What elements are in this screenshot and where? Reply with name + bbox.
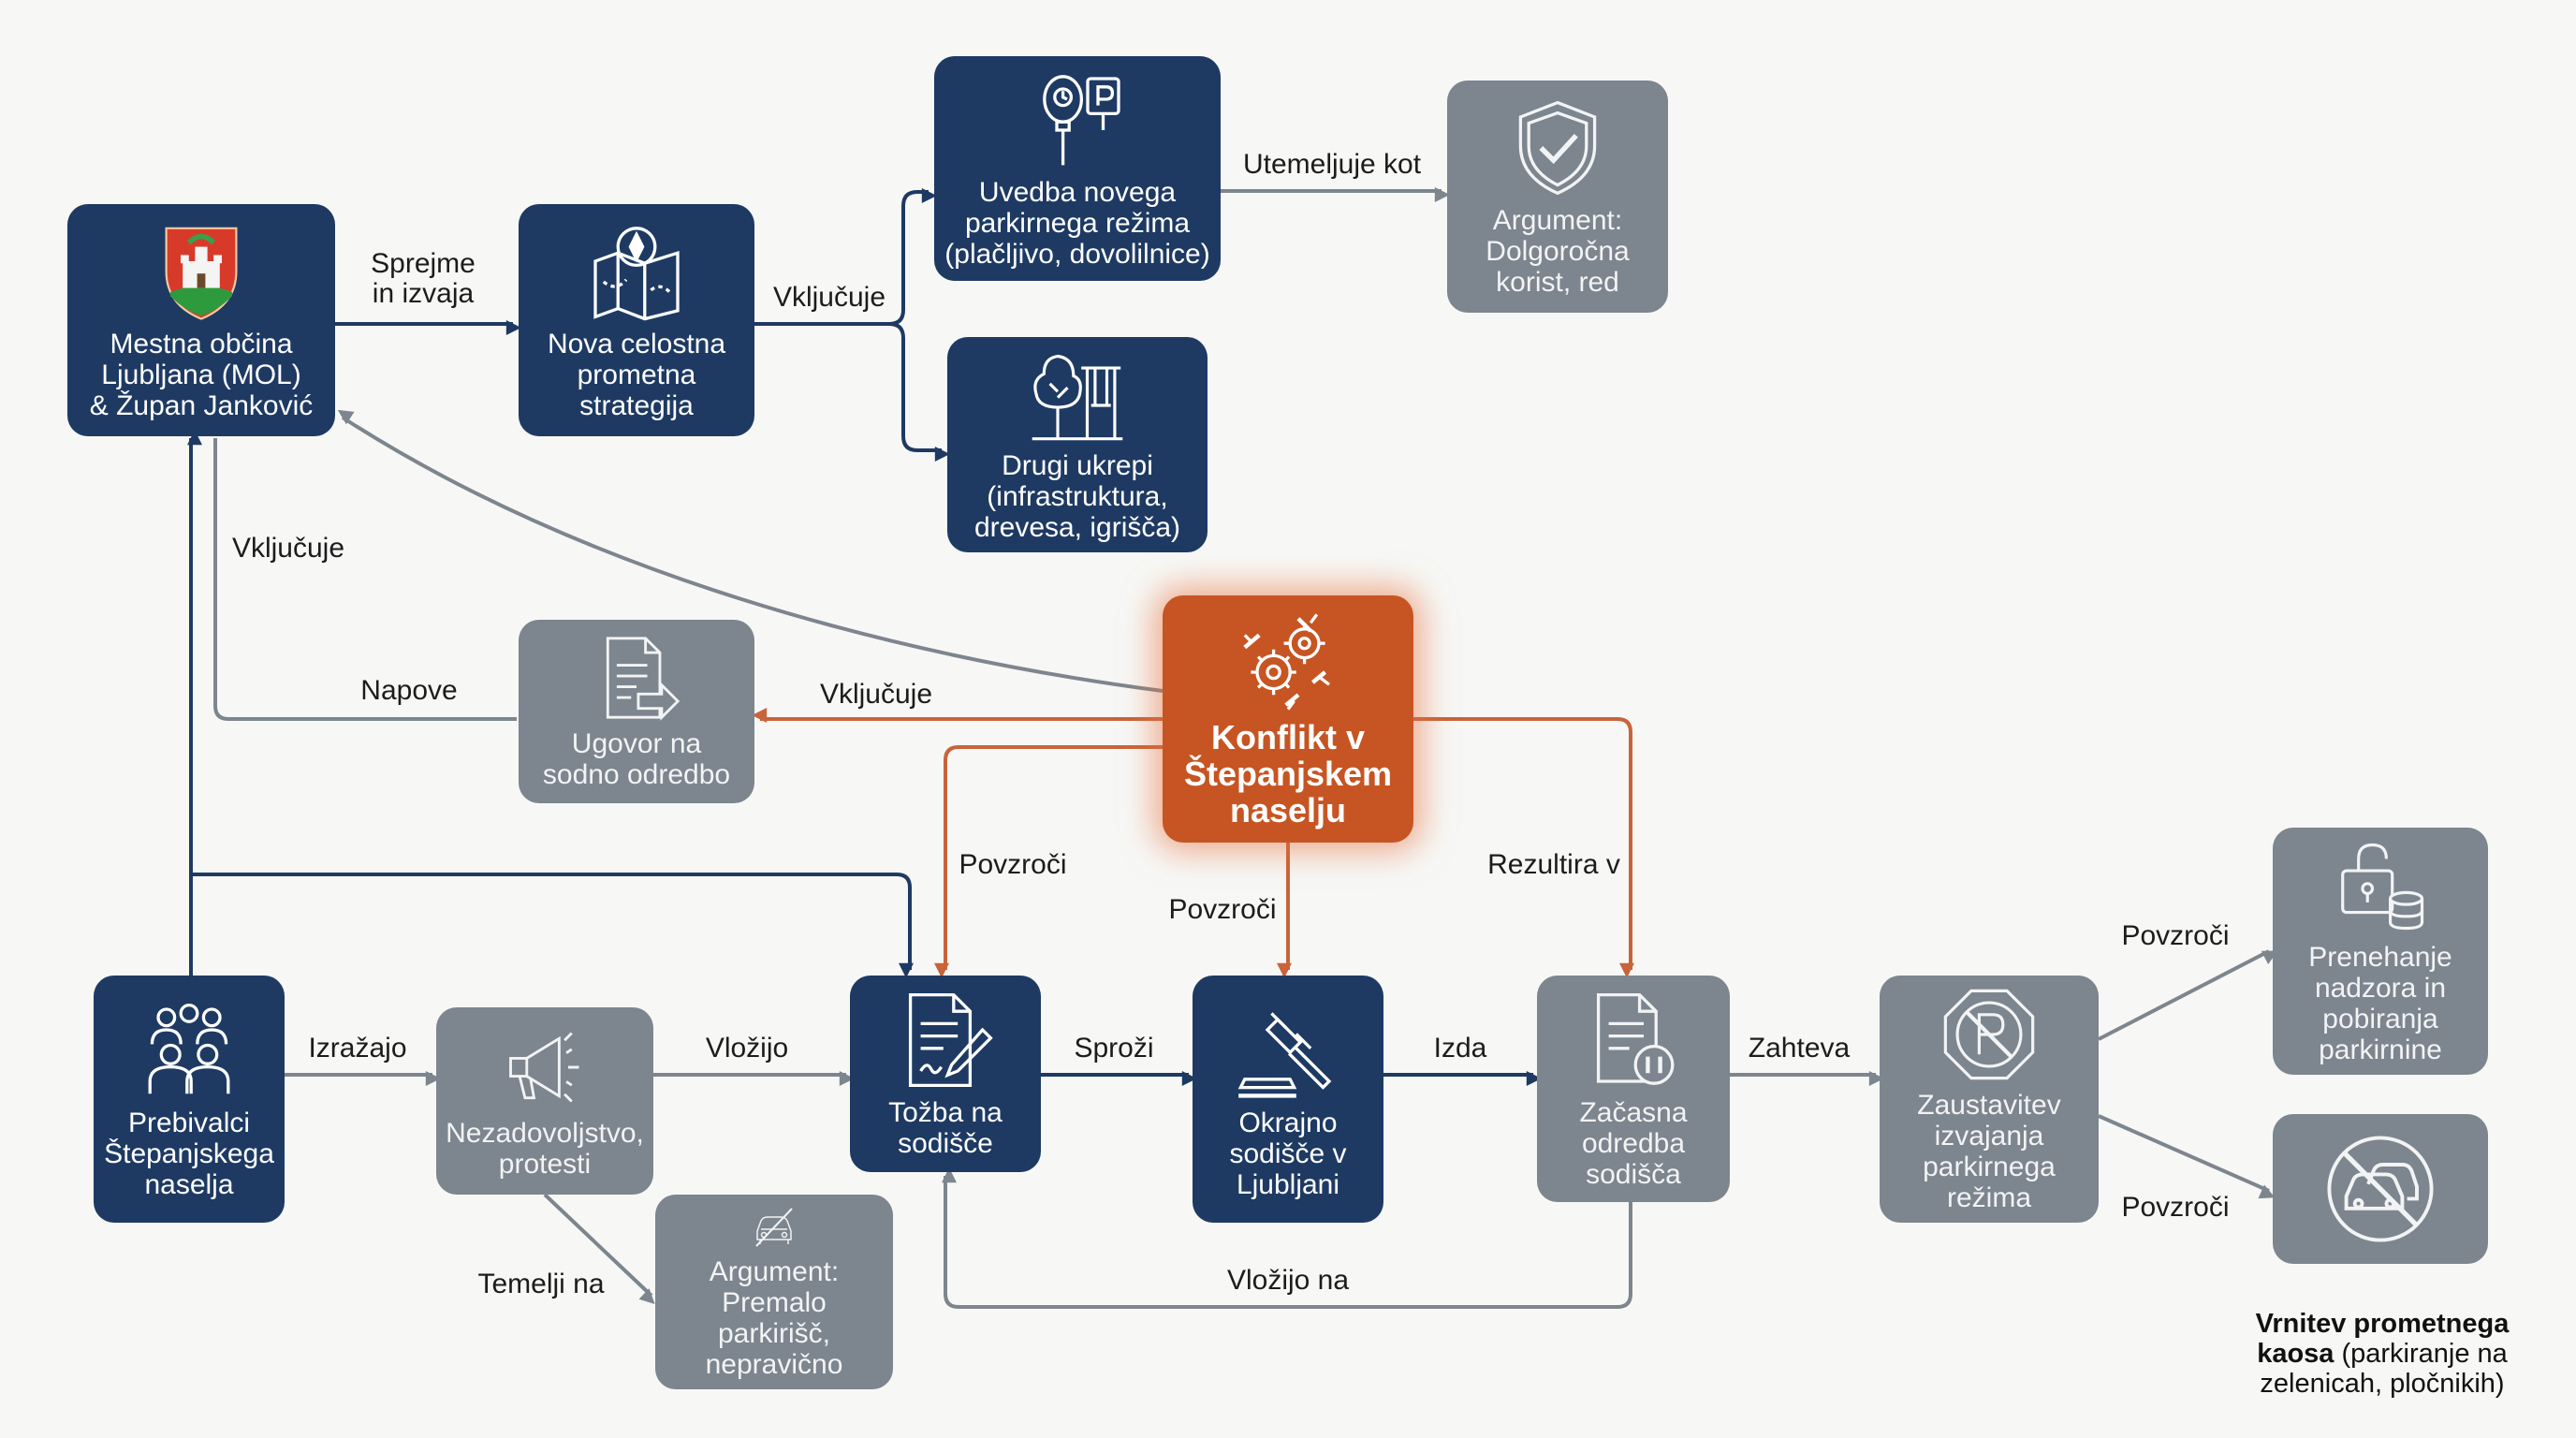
node-parking-sub: (plačljivo, dovolilnice) <box>944 238 1210 270</box>
edge-protests-argument <box>543 1193 655 1304</box>
edge-label-sprejme: Sprejme in izvaja <box>371 248 476 309</box>
gears-conflict-icon <box>1243 612 1330 711</box>
node-other[interactable]: Drugi ukrepi (infrastruktura, drevesa, i… <box>947 337 1208 552</box>
node-mol[interactable]: Mestna občina Ljubljana (MOL) & Župan Ja… <box>67 204 335 436</box>
document-pause-icon <box>1596 992 1675 1085</box>
node-agreement[interactable]: Ugovor na sodno odredbo <box>519 620 754 803</box>
edge-label-vkljucuje-strategy: Vključuje <box>772 282 886 313</box>
edge-conflict-order <box>1413 717 1634 978</box>
node-order-label: Začasna odredba sodišča <box>1579 1096 1688 1190</box>
edge-label-vkljucuje-mol: Vključuje <box>231 533 345 564</box>
chaos-caption: Vrnitev prometnega kaosa (parkiranje na … <box>2237 1279 2527 1399</box>
edge-label-vlozijo: Vložijo <box>705 1033 789 1064</box>
node-mol-label: Mestna občina Ljubljana (MOL) & Župan Ja… <box>89 328 314 421</box>
edge-label-napove: Napove <box>360 675 458 706</box>
node-agreement-label: Ugovor na sodno odredbo <box>542 728 731 790</box>
edge-suspension-cessation <box>2098 949 2278 1041</box>
node-suspension-label: Zaustavitev izvajanja parkirnega režima <box>1917 1090 2061 1213</box>
edge-label-povzroci-cessation: Povzroči <box>2121 920 2230 951</box>
edge-agreement-mol <box>213 438 517 721</box>
node-court-label: Okrajno sodišče v Ljubljani <box>1229 1107 1347 1200</box>
edge-label-vkljucuje-conflict: Vključuje <box>819 679 933 710</box>
megaphone-icon <box>509 1032 579 1103</box>
node-other-sub: (infrastruktura, drevesa, igrišča) <box>973 481 1181 543</box>
parking-meter-icon <box>1043 74 1120 165</box>
node-court[interactable]: Okrajno sodišče v Ljubljani <box>1193 976 1383 1223</box>
edge-label-povzroci-court: Povzroči <box>1168 894 1277 925</box>
node-order[interactable]: Začasna odredba sodišča <box>1537 976 1730 1202</box>
node-cessation-label: Prenehanje nadzora in pobiranja parkirni… <box>2308 942 2452 1065</box>
edge-label-izrazajo: Izražajo <box>308 1033 407 1064</box>
node-residents[interactable]: Prebivalci Štepanjskega naselja <box>94 976 285 1223</box>
tree-playground-icon <box>1032 354 1123 441</box>
edge-label-povzroci-lawsuit: Povzroči <box>959 849 1067 880</box>
node-strategy-label: Nova celostna prometna strategija <box>547 328 726 421</box>
people-group-icon <box>148 1003 230 1093</box>
document-arrow-icon <box>606 637 681 721</box>
edge-order-lawsuit <box>942 1167 1632 1309</box>
node-cessation[interactable]: Prenehanje nadzora in pobiranja parkirni… <box>2273 828 2488 1075</box>
edge-label-temelji: Temelji na <box>477 1269 605 1299</box>
node-argument-parking[interactable]: Argument: Premalo parkirišč, nepravično <box>655 1195 893 1389</box>
node-parking-title: Uvedba novega parkirnega režima <box>964 176 1191 239</box>
node-conflict-label: Konflikt v Štepanjskem naselju <box>1183 717 1393 829</box>
car-crossed-icon <box>755 1208 793 1247</box>
edge-conflict-lawsuit <box>934 745 1163 978</box>
node-argument-long-label: Argument: Dolgoročna korist, red <box>1486 204 1630 298</box>
gavel-icon <box>1237 1011 1332 1098</box>
node-protests-label: Nezadovoljstvo, protesti <box>446 1118 644 1180</box>
edge-strategy-other <box>888 322 950 462</box>
no-cars-icon <box>2327 1136 2434 1242</box>
shield-check-icon <box>1518 100 1597 195</box>
node-argument-long[interactable]: Argument: Dolgoročna korist, red <box>1447 81 1668 313</box>
node-lawsuit[interactable]: Tožba na sodišče <box>850 976 1041 1172</box>
node-chaos[interactable] <box>2273 1114 2488 1264</box>
map-compass-icon <box>593 226 680 320</box>
edge-conflict-mol <box>337 409 1164 693</box>
node-strategy[interactable]: Nova celostna prometna strategija <box>519 204 754 436</box>
node-other-title: Drugi ukrepi <box>1002 450 1153 481</box>
node-residents-label: Prebivalci Štepanjskega naselja <box>104 1107 274 1200</box>
node-suspension[interactable]: Zaustavitev izvajanja parkirnega režima <box>1880 976 2099 1223</box>
edge-label-sprozi: Sproži <box>1074 1033 1154 1064</box>
edge-label-izda: Izda <box>1433 1033 1487 1064</box>
edge-label-rezultira: Rezultira v <box>1487 849 1620 880</box>
edge-label-utemeljuje: Utemeljuje kot <box>1242 149 1422 180</box>
no-parking-icon <box>1943 989 2035 1080</box>
node-argument-parking-label: Argument: Premalo parkirišč, nepravično <box>705 1256 843 1380</box>
node-protests[interactable]: Nezadovoljstvo, protesti <box>436 1007 653 1195</box>
node-parking[interactable]: Uvedba novega parkirnega režima (plačlji… <box>934 56 1221 281</box>
edge-suspension-chaos <box>2098 1114 2276 1199</box>
unlock-coins-icon <box>2341 843 2424 931</box>
edge-label-povzroci-chaos: Povzroči <box>2121 1192 2230 1223</box>
node-lawsuit-label: Tožba na sodišče <box>888 1097 1003 1159</box>
ljubljana-coat-of-arms <box>165 227 238 320</box>
edge-residents-lawsuit <box>191 873 914 978</box>
edge-label-vlozijo-na: Vložijo na <box>1226 1265 1350 1296</box>
chaos-caption-rest: (parkiranje na zelenicah, pločnikih) <box>2260 1339 2508 1399</box>
chaos-caption-bold: Vrnitev prometnega kaosa <box>2255 1309 2510 1369</box>
document-pen-icon <box>908 992 993 1088</box>
node-conflict[interactable]: Konflikt v Štepanjskem naselju <box>1163 595 1413 843</box>
edge-label-zahteva: Zahteva <box>1748 1033 1851 1064</box>
